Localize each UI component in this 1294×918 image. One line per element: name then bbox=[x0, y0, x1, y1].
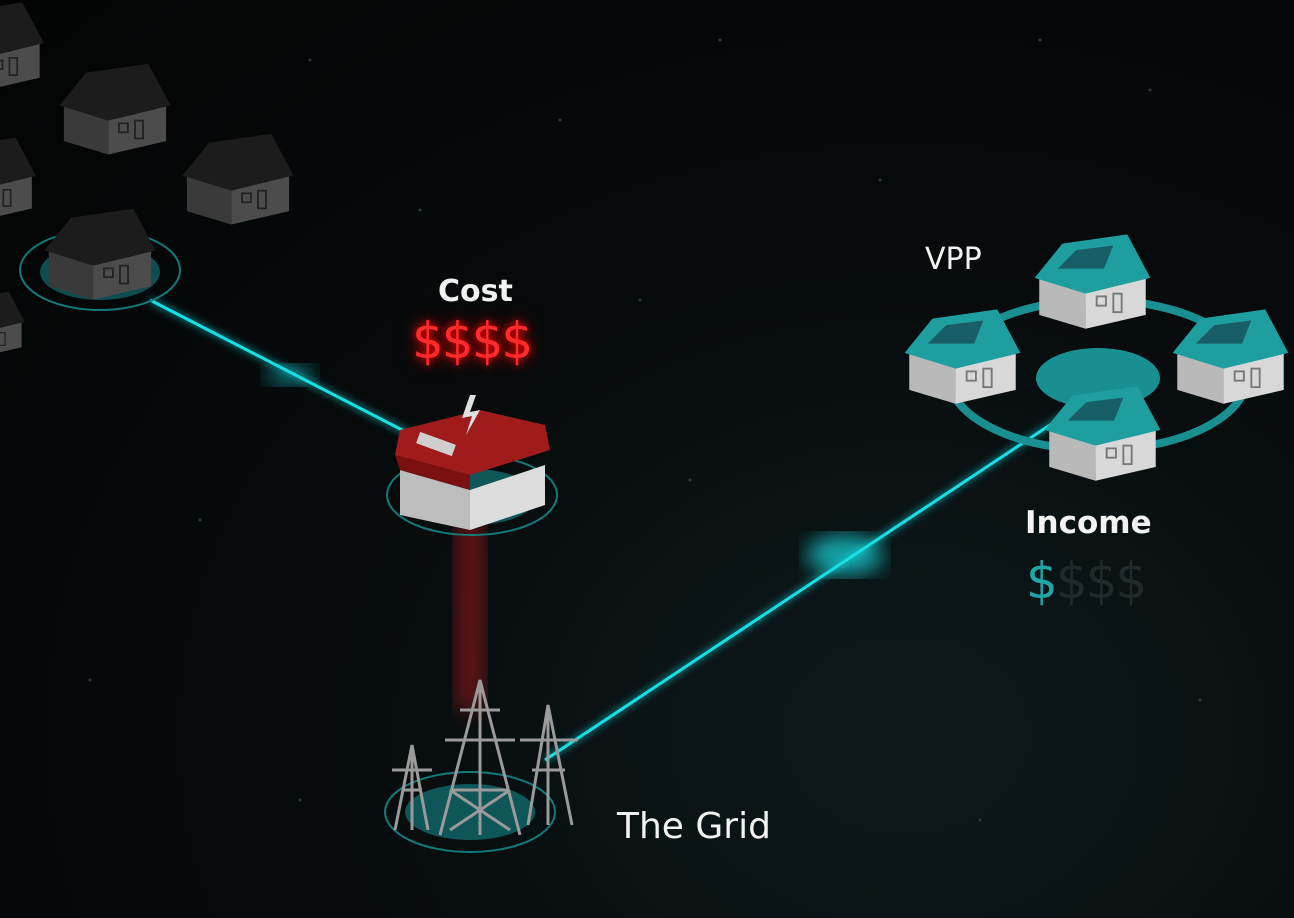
grid-label: The Grid bbox=[617, 806, 771, 847]
income-active-dollar: $ bbox=[1026, 552, 1058, 610]
background-stars bbox=[88, 38, 1202, 822]
grid-towers bbox=[384, 679, 578, 853]
connection-lines bbox=[149, 298, 1066, 762]
lightning-bolt-icon bbox=[462, 395, 480, 435]
neighborhood-houses bbox=[0, 1, 295, 358]
vpp-cluster bbox=[903, 233, 1290, 482]
income-dollar-signs: $$$$ bbox=[1026, 552, 1147, 610]
income-title: Income bbox=[1025, 505, 1152, 541]
power-company-building bbox=[386, 395, 558, 536]
cost-title: Cost bbox=[438, 274, 513, 309]
vpp-label: VPP bbox=[925, 242, 982, 277]
cost-dollar-signs: $$$$ bbox=[412, 312, 533, 370]
income-inactive-dollars: $$$ bbox=[1055, 552, 1147, 610]
